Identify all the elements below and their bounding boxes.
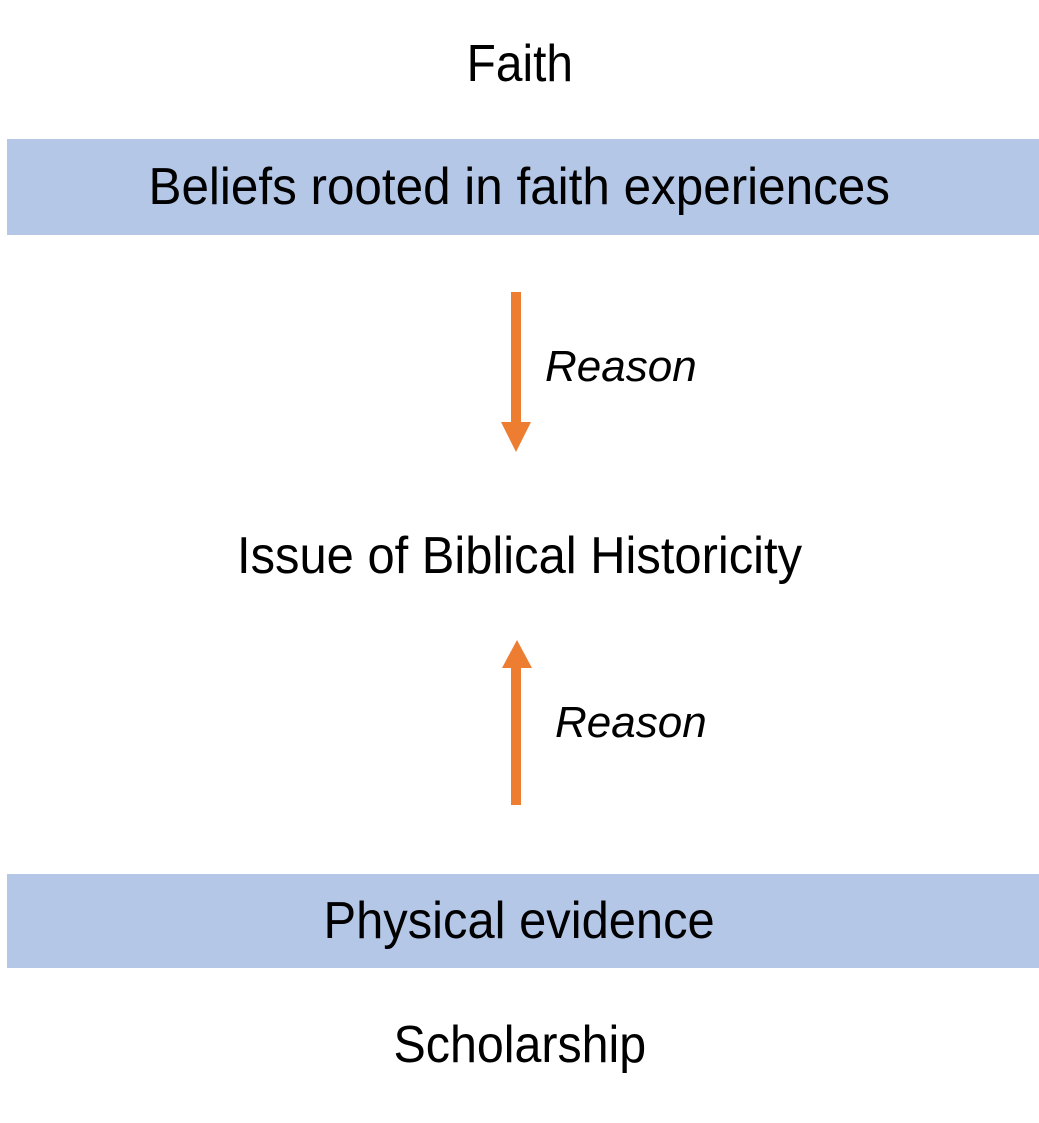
faith-beliefs-band — [7, 139, 1039, 235]
scholarship-heading-text: Scholarship — [393, 1016, 646, 1074]
faith-heading-text: Faith — [466, 35, 573, 93]
faith-beliefs-label: Beliefs rooted in faith experiences — [0, 161, 1039, 213]
physical-evidence-band — [7, 874, 1039, 968]
arrow-down — [501, 292, 531, 452]
reason-label-up: Reason — [555, 698, 707, 747]
faith-heading: Faith — [0, 38, 1039, 90]
biblical-historicity-text: Issue of Biblical Historicity — [236, 527, 802, 585]
scholarship-heading: Scholarship — [0, 1019, 1039, 1071]
physical-evidence-label: Physical evidence — [0, 895, 1039, 947]
physical-evidence-text: Physical evidence — [323, 892, 716, 950]
biblical-historicity-label: Issue of Biblical Historicity — [0, 530, 1039, 582]
faith-beliefs-text: Beliefs rooted in faith experiences — [148, 158, 891, 216]
arrow-down-shaft — [511, 292, 521, 423]
arrow-up-shaft — [511, 667, 521, 805]
arrow-up — [502, 640, 532, 805]
arrow-down-head — [501, 422, 531, 452]
arrow-up-head — [502, 640, 532, 668]
reason-label-down: Reason — [545, 342, 697, 391]
